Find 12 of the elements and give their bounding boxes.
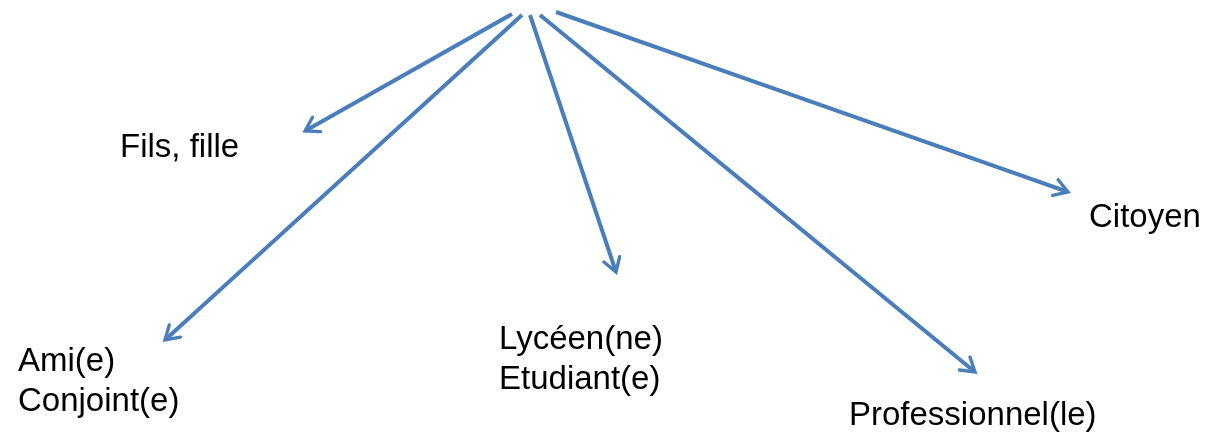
arrow xyxy=(555,10,1070,198)
arrow xyxy=(528,14,622,274)
role-label: Conjoint(e) xyxy=(18,380,180,420)
role-label: Etudiant(e) xyxy=(499,358,661,398)
role-label: Lycéen(ne) xyxy=(499,318,663,358)
arrow xyxy=(303,12,513,134)
arrow xyxy=(163,13,524,342)
role-label: Citoyen xyxy=(1089,196,1201,236)
role-label: Professionnel(le) xyxy=(849,394,1097,434)
role-label: Ami(e) xyxy=(18,340,116,380)
arrow xyxy=(538,13,977,374)
role-label: Fils, fille xyxy=(120,126,240,166)
